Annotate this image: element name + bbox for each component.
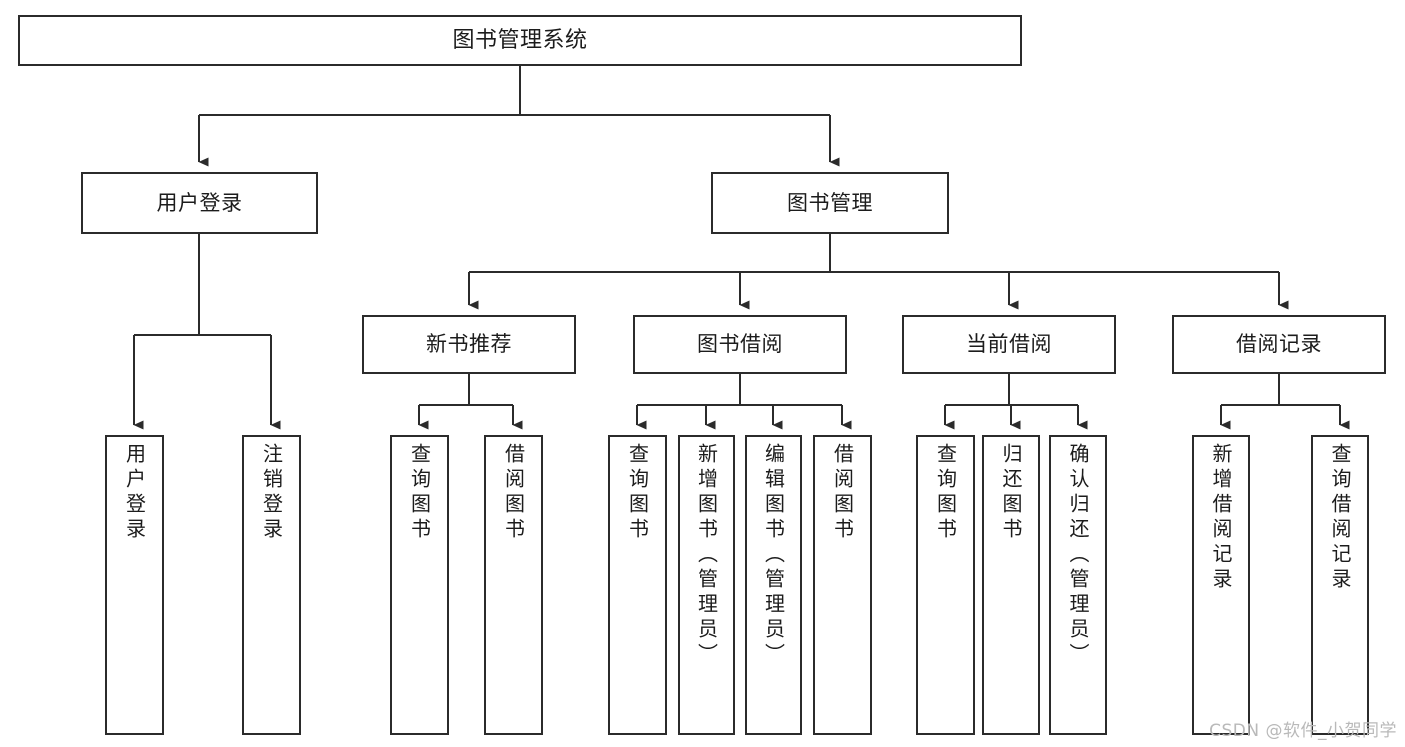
node-book-borrow[interactable]: 图书借阅 <box>633 315 847 374</box>
watermark-text: CSDN @软件_小贺同学 <box>1209 721 1397 741</box>
node-label: 图书借阅 <box>697 332 783 357</box>
node-label: 借阅图书 <box>501 443 526 543</box>
node-leaf-confirm-return-admin[interactable]: 确认归还（管理员） <box>1049 435 1107 735</box>
node-book-management[interactable]: 图书管理 <box>711 172 949 234</box>
node-label: 新增借阅记录 <box>1209 443 1233 593</box>
node-label: 编辑图书（管理员） <box>761 443 786 668</box>
node-leaf-return-book[interactable]: 归还图书 <box>982 435 1040 735</box>
node-leaf-query-borrow-record[interactable]: 查询借阅记录 <box>1311 435 1369 735</box>
node-current-borrow[interactable]: 当前借阅 <box>902 315 1116 374</box>
node-leaf-query-book-3[interactable]: 查询图书 <box>916 435 975 735</box>
node-label: 归还图书 <box>999 443 1023 543</box>
node-leaf-query-book-1[interactable]: 查询图书 <box>390 435 449 735</box>
node-leaf-edit-book-admin[interactable]: 编辑图书（管理员） <box>745 435 802 735</box>
node-leaf-borrow-book-2[interactable]: 借阅图书 <box>813 435 872 735</box>
node-label: 新书推荐 <box>426 332 512 357</box>
node-leaf-add-book-admin[interactable]: 新增图书（管理员） <box>678 435 735 735</box>
node-leaf-add-borrow-record[interactable]: 新增借阅记录 <box>1192 435 1250 735</box>
node-label: 用户登录 <box>122 443 147 543</box>
node-label: 确认归还（管理员） <box>1066 443 1090 668</box>
node-user-login[interactable]: 用户登录 <box>81 172 318 234</box>
node-label: 当前借阅 <box>966 332 1052 357</box>
node-label: 借阅记录 <box>1236 332 1322 357</box>
node-label: 图书管理 <box>787 190 873 215</box>
node-new-book-recommend[interactable]: 新书推荐 <box>362 315 576 374</box>
node-label: 查询图书 <box>625 443 650 543</box>
node-label: 用户登录 <box>156 190 243 215</box>
node-borrow-record[interactable]: 借阅记录 <box>1172 315 1386 374</box>
node-book-management-system[interactable]: 图书管理系统 <box>18 15 1022 66</box>
node-label: 注销登录 <box>259 443 284 543</box>
node-leaf-borrow-book-1[interactable]: 借阅图书 <box>484 435 543 735</box>
node-leaf-query-book-2[interactable]: 查询图书 <box>608 435 667 735</box>
node-label: 图书管理系统 <box>452 27 588 53</box>
node-label: 查询图书 <box>933 443 958 543</box>
node-label: 查询借阅记录 <box>1328 443 1352 593</box>
node-label: 查询图书 <box>407 443 432 543</box>
node-leaf-user-login[interactable]: 用户登录 <box>105 435 164 735</box>
node-leaf-logout-login[interactable]: 注销登录 <box>242 435 301 735</box>
node-label: 借阅图书 <box>830 443 855 543</box>
node-label: 新增图书（管理员） <box>694 443 719 668</box>
